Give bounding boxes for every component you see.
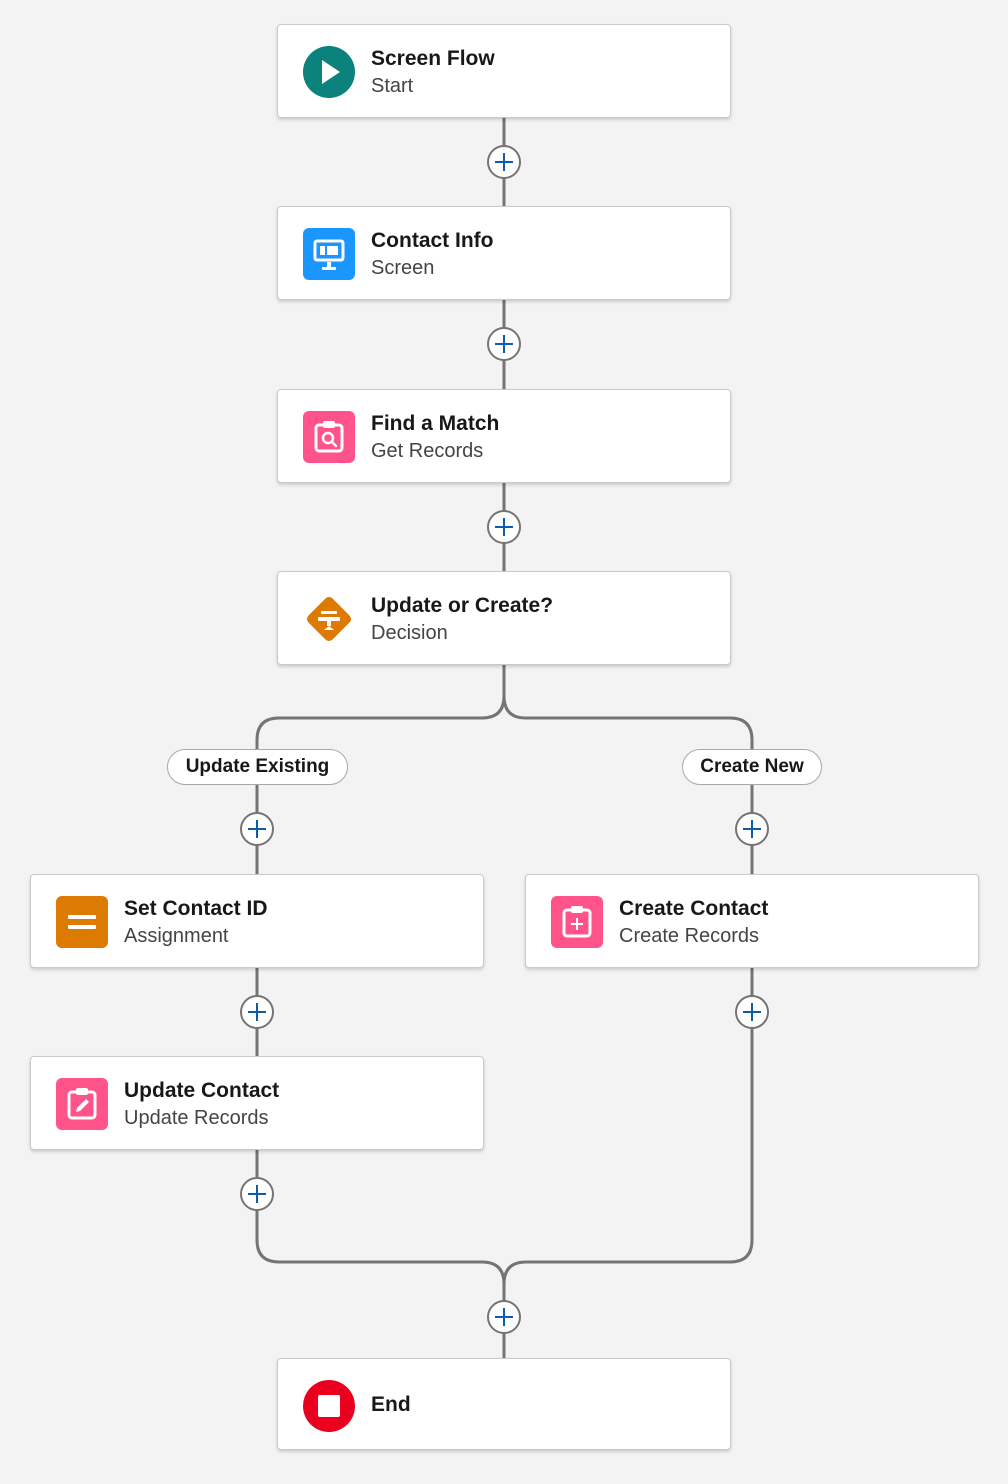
node-title: Contact Info — [371, 229, 494, 252]
add-element-button[interactable] — [487, 1300, 521, 1334]
node-title: Update or Create? — [371, 594, 554, 617]
node-type: Decision — [371, 622, 448, 644]
node-title: Set Contact ID — [124, 897, 268, 920]
flow-node-start[interactable]: Screen Flow Start — [277, 24, 731, 118]
add-element-button[interactable] — [735, 812, 769, 846]
node-type: Assignment — [124, 925, 229, 947]
node-title: End — [371, 1393, 411, 1416]
add-element-button[interactable] — [487, 510, 521, 544]
node-type: Update Records — [124, 1107, 269, 1129]
add-element-button[interactable] — [240, 1177, 274, 1211]
add-element-button[interactable] — [240, 995, 274, 1029]
node-type: Get Records — [371, 440, 484, 462]
node-type: Screen — [371, 257, 435, 279]
stop-icon — [303, 1380, 355, 1432]
node-type: Create Records — [619, 925, 760, 947]
branch-label-update-existing[interactable]: Update Existing — [167, 749, 348, 785]
node-title: Screen Flow — [371, 47, 495, 70]
node-title: Update Contact — [124, 1079, 280, 1102]
flow-node-set-contact-id[interactable]: Set Contact ID Assignment — [30, 874, 484, 968]
flow-node-decision[interactable]: Update or Create? Decision — [277, 571, 731, 665]
add-element-button[interactable] — [735, 995, 769, 1029]
node-title: Find a Match — [371, 412, 500, 435]
flow-node-find-a-match[interactable]: Find a Match Get Records — [277, 389, 731, 483]
get-records-icon — [303, 411, 355, 463]
node-type: Start — [371, 75, 414, 97]
add-element-button[interactable] — [487, 327, 521, 361]
flow-node-create-contact[interactable]: Create Contact Create Records — [525, 874, 979, 968]
flow-node-contact-info[interactable]: Contact Info Screen — [277, 206, 731, 300]
assignment-icon — [56, 896, 108, 948]
add-element-button[interactable] — [487, 145, 521, 179]
play-icon — [303, 46, 355, 98]
create-records-icon — [551, 896, 603, 948]
add-element-button[interactable] — [240, 812, 274, 846]
node-title: Create Contact — [619, 897, 769, 920]
flow-node-update-contact[interactable]: Update Contact Update Records — [30, 1056, 484, 1150]
flow-node-end[interactable]: End — [277, 1358, 731, 1450]
update-records-icon — [56, 1078, 108, 1130]
screen-icon — [303, 228, 355, 280]
decision-icon — [303, 593, 355, 645]
branch-label-create-new[interactable]: Create New — [682, 749, 822, 785]
